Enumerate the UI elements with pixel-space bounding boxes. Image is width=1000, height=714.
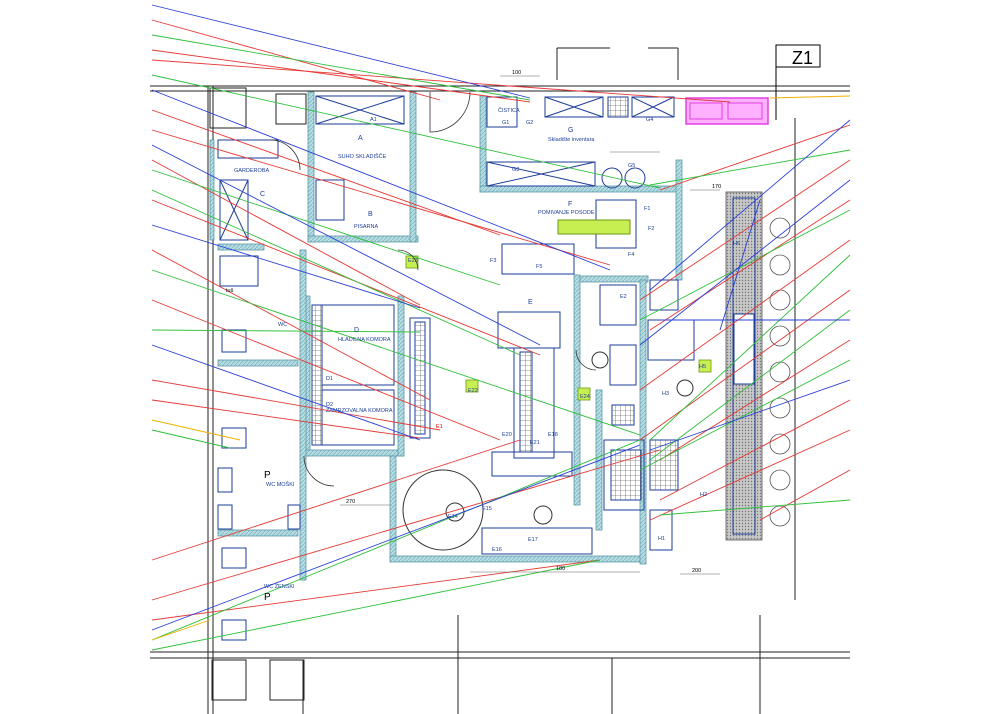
dim-4: 270: [346, 499, 355, 505]
room-garderoba: GARDEROBA: [234, 168, 269, 174]
room-skladisce: Skladište inventara: [548, 137, 595, 143]
tag-e2: E2: [620, 294, 627, 300]
tag-e1: E1: [436, 424, 443, 430]
room-hladilna: HLADILNA KOMORA: [338, 337, 391, 343]
dim-5: 180: [556, 566, 565, 572]
room-e: E: [528, 299, 533, 306]
highlights: [405, 97, 769, 401]
room-c: C: [260, 191, 265, 198]
connection-lines-blue: [151, 4, 851, 631]
tag-h6: H6: [733, 241, 740, 247]
tag-e14: E14: [448, 514, 458, 520]
room-pisarna: PISARNA: [354, 224, 378, 230]
tag-h2: H2: [700, 492, 707, 498]
tag-e20: E20: [502, 432, 512, 438]
door-swings: [269, 91, 597, 487]
tag-e17: E17: [528, 537, 538, 543]
tag-d2: D2: [326, 402, 333, 408]
equipment: [217, 95, 695, 641]
tag-f1: F1: [644, 206, 650, 212]
tag-f5: F5: [536, 264, 542, 270]
room-cistica: ČISTICA: [498, 107, 520, 114]
tag-e23: E23: [408, 258, 418, 264]
dim-1: 100: [512, 70, 521, 76]
room-suho-skladisce: SUHO SKLADIŠČE: [338, 153, 387, 160]
connection-lines-red: [151, 19, 851, 621]
room-p2: P: [264, 592, 271, 603]
tag-e16: E16: [492, 547, 502, 553]
room-wc: WC: [278, 322, 287, 328]
round-fixture: [402, 351, 694, 551]
tag-g3: G3: [512, 167, 519, 173]
room-zamrzovalna: ZAMRZOVALNA KOMORA: [326, 408, 393, 414]
room-d: D: [354, 327, 359, 334]
tag-e15: E15: [482, 506, 492, 512]
room-wc-zenski: WC ŽENSKI: [264, 582, 295, 590]
room-f: F: [568, 201, 572, 208]
zone-tag-label: Z1: [792, 48, 813, 68]
dimensions: 100 170 200 270 180: [340, 70, 721, 575]
room-tus: tuš: [226, 288, 234, 294]
tag-d1: D1: [326, 376, 333, 382]
room-labels: ČISTICA G Skladište inventara F POMIVANJ…: [226, 107, 595, 603]
tag-g2: G2: [526, 120, 533, 126]
connection-lines-yellow: [151, 95, 851, 641]
connection-lines-green: [151, 34, 851, 651]
dim-3: 200: [692, 568, 701, 574]
room-g: G: [568, 127, 573, 134]
tag-g4: G4: [646, 117, 653, 123]
tag-h5: H5: [699, 364, 706, 370]
room-a: A: [358, 135, 363, 142]
walls: [209, 91, 683, 581]
zone-tag: Z1: [775, 44, 821, 120]
tag-e21: E21: [530, 440, 540, 446]
tag-h3: H3: [662, 391, 669, 397]
tag-g5: G5: [628, 163, 635, 169]
tag-e18: E18: [548, 432, 558, 438]
tag-h1: H1: [658, 536, 665, 542]
tag-f2: F2: [648, 226, 654, 232]
tag-e24: E24: [580, 394, 590, 400]
tag-g1: G1: [502, 120, 509, 126]
room-b: B: [368, 211, 373, 218]
equipment-tags: A1 G1 G2 G3 G4 G5 F1 F2 F3 F4 F5 D1 D2 E…: [326, 117, 740, 553]
tag-f3: F3: [490, 258, 496, 264]
dim-2: 170: [712, 184, 721, 190]
tag-a1: A1: [370, 117, 377, 123]
tag-e22: E22: [468, 388, 478, 394]
room-pomivanje: POMIVANJE POSODE: [538, 210, 595, 216]
room-wc-moski: WC MOŠKI: [266, 481, 295, 488]
tag-f4: F4: [628, 252, 634, 258]
room-p1: P: [264, 470, 271, 481]
